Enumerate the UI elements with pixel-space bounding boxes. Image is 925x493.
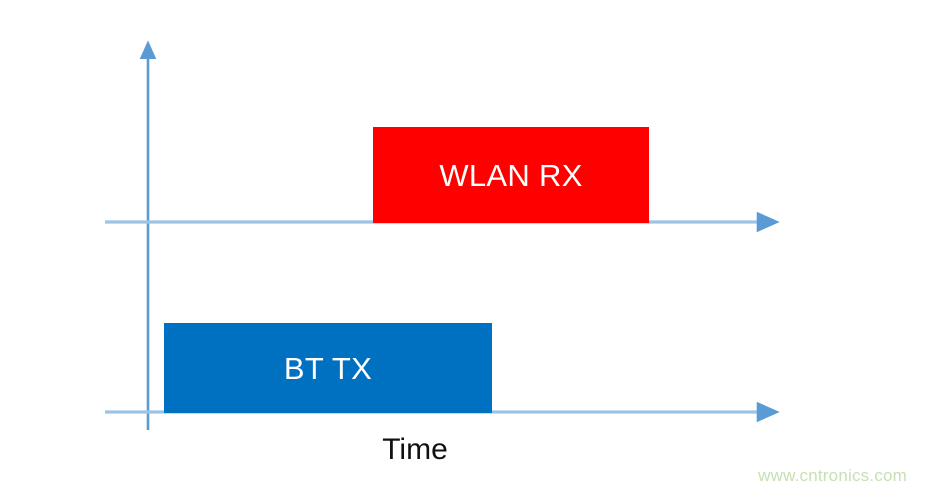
- time-axis-label: Time: [382, 433, 448, 466]
- bt-tx-label: BT TX: [283, 350, 373, 386]
- bt-tx-block: BT TX: [164, 323, 492, 413]
- wlan-rx-block: WLAN RX: [373, 127, 649, 223]
- source-watermark: www.cntronics.com: [758, 466, 907, 485]
- wlan-rx-label: WLAN RX: [439, 157, 583, 193]
